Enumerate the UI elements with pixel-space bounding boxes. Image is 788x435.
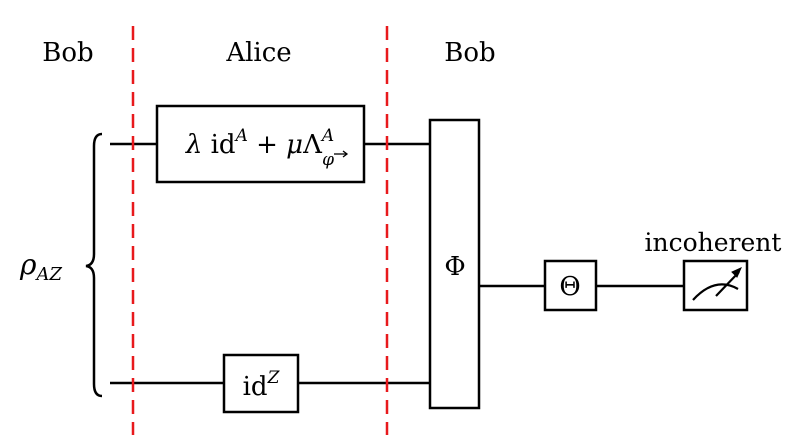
lambda-coefficient: λ: [185, 130, 202, 160]
gate-phi-label: Φ: [444, 252, 465, 282]
gate-theta-box: [543, 259, 598, 312]
identity-a-superscript: A: [234, 126, 248, 146]
meter-needle-icon: [715, 271, 740, 297]
mu-coefficient: μ: [286, 130, 303, 160]
gate-phi-box: [428, 118, 481, 410]
meter-dial-icon: [692, 283, 739, 301]
gate-identity-z: idZ: [222, 353, 300, 414]
measurement-label: incoherent: [645, 228, 782, 257]
state-label: ρAZ: [19, 248, 62, 285]
region-label-bob-right: Bob: [444, 38, 495, 68]
gate-identity-z-label: idZ: [243, 368, 281, 402]
vector-arrow-head: [342, 150, 349, 158]
channel-symbol: Λ: [302, 130, 323, 160]
identity-z-text: id: [243, 372, 268, 402]
identity-z-superscript: Z: [267, 368, 281, 388]
region-label-alice: Alice: [225, 38, 291, 68]
meter-needle-head-icon: [731, 267, 742, 278]
plus-sign: +: [256, 130, 278, 160]
gate-identity-z-box: [222, 353, 300, 414]
state-brace: [85, 132, 103, 398]
gate-phi: Φ: [428, 118, 481, 410]
identity-a-text: id: [211, 130, 236, 160]
channel-subscript: φ: [322, 150, 334, 170]
gate-mixed-channel-box: [155, 104, 366, 184]
region-label-bob-left: Bob: [42, 38, 93, 68]
state-symbol: ρ: [19, 248, 37, 281]
gate-theta: Θ: [543, 259, 598, 312]
channel-superscript: A: [320, 126, 334, 146]
state-subscript: AZ: [34, 264, 62, 285]
gate-theta-label: Θ: [559, 272, 580, 302]
measurement: incoherent: [645, 228, 782, 312]
